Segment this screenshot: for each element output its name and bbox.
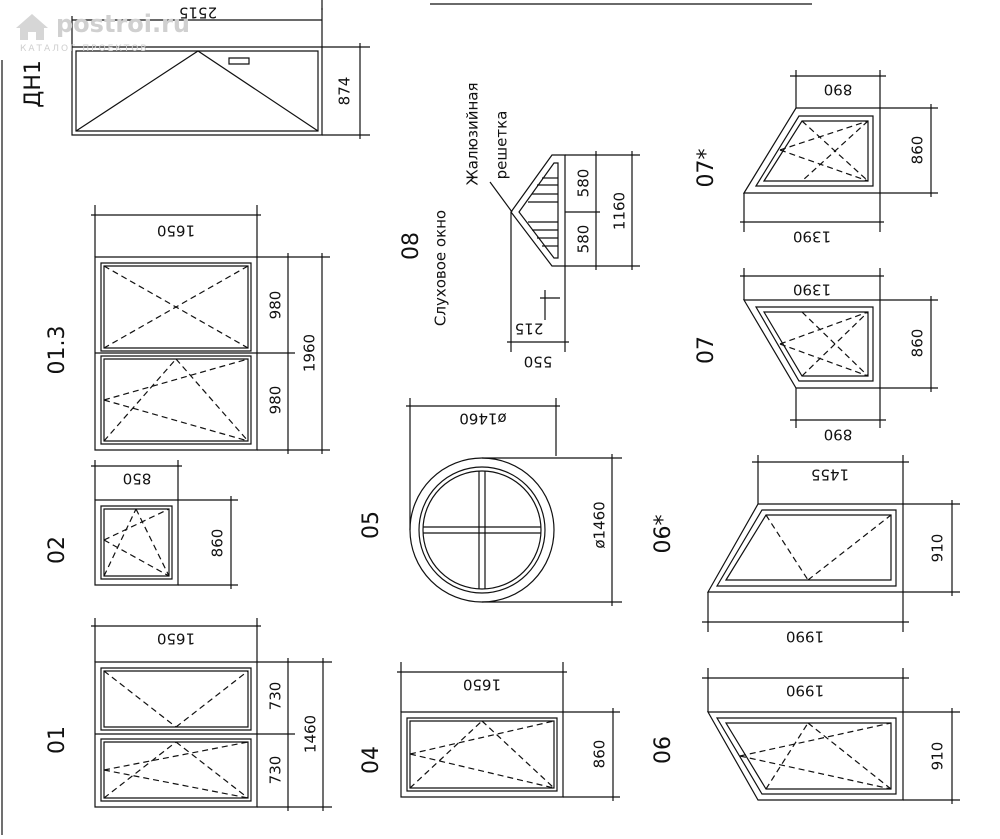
dim-06-star-top: 1455 bbox=[810, 465, 850, 484]
window-dn1 bbox=[72, 8, 370, 139]
window-02 bbox=[91, 460, 238, 589]
window-04 bbox=[397, 662, 620, 801]
window-06-star bbox=[702, 455, 960, 632]
mark-dn1: ДН1 bbox=[21, 60, 46, 108]
dim-01-3-width: 1650 bbox=[156, 221, 196, 240]
mark-06: 06 bbox=[651, 736, 676, 764]
dim-08-215: 215 bbox=[514, 319, 544, 338]
mark-06-star: 06* bbox=[651, 514, 676, 554]
window-07 bbox=[740, 268, 938, 428]
dim-01-height: 1460 bbox=[301, 714, 320, 754]
mark-08: 08 bbox=[399, 232, 424, 260]
dim-04-height: 860 bbox=[590, 739, 609, 769]
mark-01-3: 01.3 bbox=[45, 325, 70, 375]
dim-02-width: 850 bbox=[122, 469, 152, 488]
mark-02: 02 bbox=[45, 536, 70, 564]
window-01-3 bbox=[91, 205, 330, 454]
dim-01-3-h1: 980 bbox=[266, 290, 285, 320]
house-logo-icon bbox=[16, 14, 48, 40]
dim-06-height: 910 bbox=[928, 741, 947, 771]
window-07-star bbox=[740, 70, 938, 232]
dim-07-bottom: 890 bbox=[823, 425, 853, 444]
mark-05: 05 bbox=[359, 511, 384, 539]
dim-06-star-height: 910 bbox=[928, 533, 947, 563]
mark-04: 04 bbox=[359, 746, 384, 774]
dim-02-height: 860 bbox=[208, 528, 227, 558]
dim-01-h1: 730 bbox=[266, 681, 285, 711]
dim-07-star-height: 860 bbox=[908, 135, 927, 165]
dim-01-h2: 730 bbox=[266, 755, 285, 785]
dim-07-star-top: 890 bbox=[823, 80, 853, 99]
site-watermark: postroi.ru КАТАЛОГ ПРОЕКТОВ bbox=[8, 6, 191, 54]
dim-06-star-bottom: 1990 bbox=[785, 627, 825, 646]
grille-label-2: решетка bbox=[492, 110, 511, 180]
dim-05-diameter-side: ø1460 bbox=[590, 501, 609, 549]
watermark-subtitle: КАТАЛОГ ПРОЕКТОВ bbox=[20, 44, 149, 54]
dim-01-width: 1650 bbox=[156, 629, 196, 648]
window-01 bbox=[91, 618, 332, 811]
window-08 bbox=[490, 151, 640, 352]
dim-08-h1: 580 bbox=[574, 168, 593, 198]
mark-07: 07 bbox=[694, 336, 719, 364]
window-05 bbox=[406, 398, 622, 606]
dim-07-height: 860 bbox=[908, 328, 927, 358]
dim-01-3-h2: 980 bbox=[266, 385, 285, 415]
window-06 bbox=[702, 668, 960, 804]
dim-07-star-bottom: 1390 bbox=[792, 227, 832, 246]
dim-08-h2: 580 bbox=[574, 224, 593, 254]
watermark-site: postroi.ru bbox=[56, 10, 191, 38]
dim-dn1-height: 874 bbox=[335, 76, 354, 106]
mark-08-title: Слуховое окно bbox=[431, 209, 450, 327]
dim-07-top: 1390 bbox=[792, 280, 832, 299]
dim-08-height: 1160 bbox=[610, 191, 629, 231]
dim-01-3-height: 1960 bbox=[300, 333, 319, 373]
mark-01: 01 bbox=[45, 726, 70, 754]
dim-08-550: 550 bbox=[523, 352, 553, 371]
dim-dn1-width: 2515 bbox=[178, 3, 218, 22]
dim-06-top: 1990 bbox=[785, 681, 825, 700]
dim-04-width: 1650 bbox=[462, 675, 502, 694]
dim-05-diameter-top: ø1460 bbox=[459, 409, 507, 428]
grille-label-1: Жалюзийная bbox=[463, 82, 482, 186]
mark-07-star: 07* bbox=[694, 148, 719, 188]
